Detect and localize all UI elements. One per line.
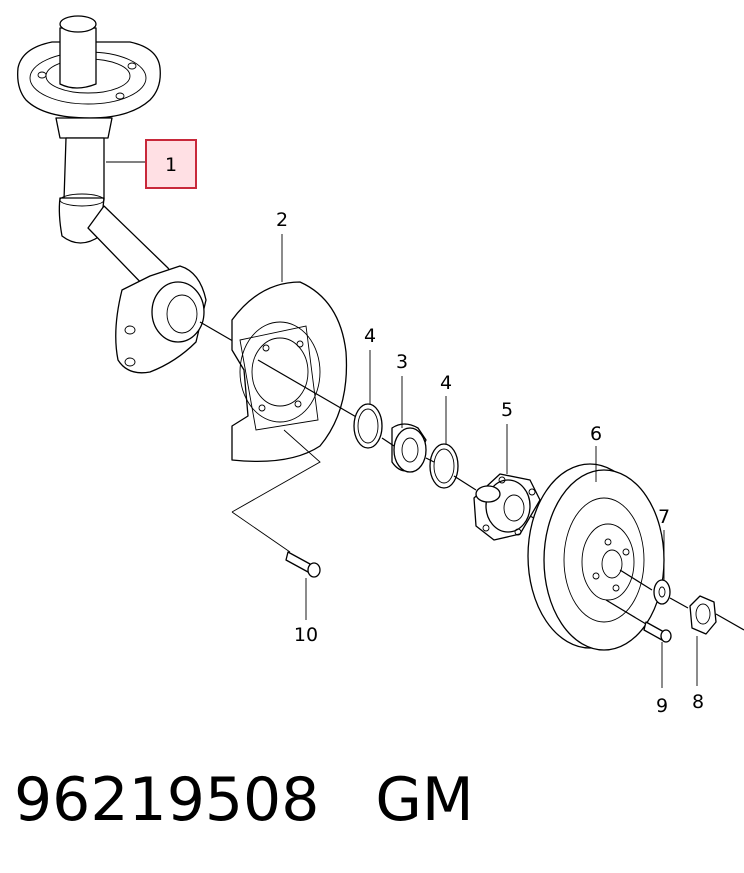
callout-1[interactable]: 1 bbox=[145, 139, 197, 189]
callout-5: 5 bbox=[501, 399, 513, 421]
brake-disc[interactable] bbox=[527, 463, 665, 651]
dust-shield[interactable] bbox=[231, 281, 359, 463]
callout-4b: 4 bbox=[440, 372, 452, 394]
part-number: 96219508 bbox=[14, 765, 320, 835]
callout-10: 10 bbox=[294, 624, 318, 646]
callout-3: 3 bbox=[396, 351, 408, 373]
shield-bolt[interactable] bbox=[231, 429, 321, 578]
callout-2: 2 bbox=[276, 209, 288, 231]
wheel-hub[interactable] bbox=[453, 473, 561, 541]
wheel-bearing[interactable] bbox=[381, 423, 427, 473]
snap-ring-outer[interactable] bbox=[425, 443, 459, 489]
callout-8: 8 bbox=[692, 691, 704, 713]
washer[interactable] bbox=[653, 579, 689, 609]
exploded-parts-diagram: 1 2 3 4 4 5 6 7 8 9 10 bbox=[17, 15, 744, 717]
svg-text:1: 1 bbox=[165, 154, 177, 176]
callout-7: 7 bbox=[658, 506, 670, 528]
brand-name: GM bbox=[375, 765, 474, 835]
callout-9: 9 bbox=[656, 695, 668, 717]
wheel-bolt[interactable] bbox=[643, 621, 672, 643]
callout-4a: 4 bbox=[364, 325, 376, 347]
strut-assembly[interactable] bbox=[17, 15, 239, 374]
leader-lines bbox=[106, 161, 698, 688]
caption: 96219508 GM bbox=[14, 760, 474, 840]
callout-6: 6 bbox=[590, 423, 602, 445]
snap-ring-inner[interactable] bbox=[353, 403, 383, 449]
hub-nut[interactable] bbox=[689, 595, 744, 635]
